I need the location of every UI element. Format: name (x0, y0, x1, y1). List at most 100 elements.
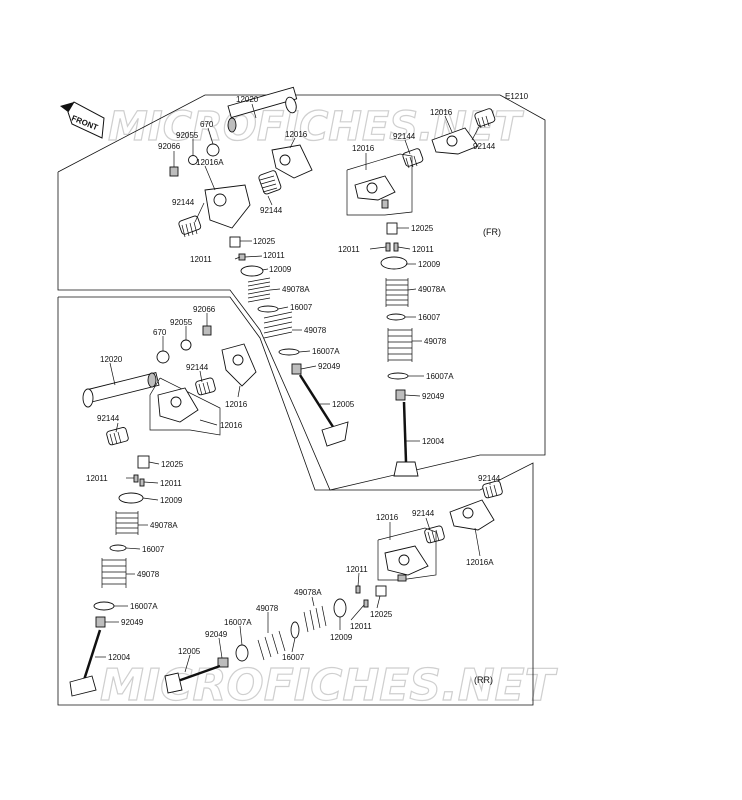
spring-92144-rear-c (482, 480, 503, 499)
rocker-shaft-rear (82, 372, 160, 408)
retainer-12009-rear-b (333, 598, 347, 618)
rocker-arm-12016A-front (204, 184, 251, 229)
label-12005-front: 12005 (332, 400, 355, 409)
leader-lines (95, 103, 491, 673)
rocker-arm-group-box-rear-b (377, 527, 437, 582)
label-49078A-rear-a: 49078A (150, 521, 178, 530)
label-12016-front-right: 12016 (430, 108, 453, 117)
label-49078A-front-a: 49078A (282, 285, 310, 294)
label-92144-front-d: 92144 (473, 142, 496, 151)
label-670-front: 670 (200, 120, 214, 129)
label-16007-front-b: 16007 (418, 313, 441, 322)
label-12009-front-a: 12009 (269, 265, 292, 274)
seat-16007-rear-b (290, 621, 300, 639)
label-92049-front-b: 92049 (422, 392, 445, 401)
spring-49078A-front-b (385, 278, 409, 307)
spring-49078-front-b (387, 328, 413, 362)
label-12011-rear-a: 12011 (86, 474, 108, 483)
label-92055-rear: 92055 (170, 318, 193, 327)
adjuster-12025-rear-a (137, 455, 150, 469)
label-16007A-rear-b: 16007A (224, 618, 252, 627)
plug-92066-front (169, 166, 179, 177)
front-arrow-icon: FRONT (60, 101, 105, 139)
label-12011-rear-c: 12011 (346, 565, 368, 574)
rocker-shaft-front (227, 86, 298, 133)
adjuster-12025-front-b (386, 222, 398, 235)
valve-12004-rear (69, 629, 102, 697)
part-labels: 12020 670 92055 92066 12016A 12016 92144… (86, 95, 501, 685)
label-16007-rear-a: 16007 (142, 545, 165, 554)
label-16007A-front-a: 16007A (312, 347, 340, 356)
spring-92144-front-a (258, 170, 282, 195)
section-label-rear: (RR) (474, 675, 493, 685)
rear-section-frame (57, 296, 534, 706)
spring-49078-front-a (263, 311, 293, 339)
label-49078-rear-b: 49078 (256, 604, 279, 613)
adjuster-12025-rear-b (375, 585, 387, 597)
rocker-arm-12016-front (271, 144, 313, 179)
seat-16007A-rear-b (235, 644, 249, 662)
label-12016-front: 12016 (285, 130, 308, 139)
seal-92049-front-a (291, 363, 302, 375)
rocker-arm-group-box-rear-a (149, 377, 221, 436)
label-49078-front-a: 49078 (304, 326, 327, 335)
spring-92144-front-c (474, 108, 496, 129)
label-12020-rear: 12020 (100, 355, 123, 364)
cotter-12011-front-b (385, 242, 399, 252)
seat-16007A-rear-a (93, 601, 115, 611)
label-12016A-rear: 12016A (466, 558, 494, 567)
retainer-12009-front-a (240, 265, 264, 277)
label-12016A-front: 12016A (196, 158, 224, 167)
label-12011-front-c: 12011 (338, 245, 360, 254)
label-12009-rear-a: 12009 (160, 496, 183, 505)
seat-16007-front-b (386, 313, 406, 321)
retainer-12009-front-b (380, 256, 408, 270)
cotter-12011-rear-a (133, 474, 145, 487)
o-ring-670-front (206, 143, 220, 157)
label-49078-rear-a: 49078 (137, 570, 160, 579)
valve-12004-front (393, 401, 419, 477)
label-12011-front-a: 12011 (263, 251, 285, 260)
seat-16007-front-a (257, 305, 279, 313)
label-12011-front-d: 12011 (412, 245, 434, 254)
label-92144-rear-b: 92144 (97, 414, 120, 423)
spring-92144-front-d (402, 148, 424, 169)
spring-49078-rear-a (101, 558, 127, 588)
label-12025-rear-b: 12025 (370, 610, 393, 619)
diagram-code: E1210 (505, 92, 529, 101)
spring-49078-rear-b (257, 630, 286, 661)
label-92144-front-a: 92144 (172, 198, 195, 207)
label-49078A-rear-b: 49078A (294, 588, 322, 597)
label-12004-front: 12004 (422, 437, 445, 446)
label-12009-rear-b: 12009 (330, 633, 353, 642)
seat-16007-rear-a (109, 544, 127, 552)
o-ring-670-rear (156, 350, 170, 364)
label-12011-rear-b: 12011 (160, 479, 182, 488)
label-12011-front-b: 12011 (190, 255, 212, 264)
label-92144-rear-a: 92144 (186, 363, 209, 372)
label-12016-rear-a: 12016 (225, 400, 248, 409)
label-92055-front: 92055 (176, 131, 199, 140)
spring-49078A-front-a (247, 277, 271, 303)
valve-12005-rear (164, 664, 221, 694)
label-12011-rear-d: 12011 (350, 622, 372, 631)
label-670-rear: 670 (153, 328, 167, 337)
label-16007-front-a: 16007 (290, 303, 313, 312)
label-92066-front: 92066 (158, 142, 181, 151)
label-92066-rear: 92066 (193, 305, 216, 314)
label-16007A-front-b: 16007A (426, 372, 454, 381)
cotter-12011-rear-b (355, 585, 369, 608)
spring-49078A-rear-a (115, 511, 139, 535)
rocker-arm-12016A-rear (449, 499, 495, 531)
label-92144-rear-d: 92144 (412, 509, 435, 518)
label-92049-rear-b: 92049 (205, 630, 228, 639)
label-92144-front-b: 92144 (260, 206, 283, 215)
plug-92066-rear (202, 325, 212, 336)
label-12025-front-b: 12025 (411, 224, 434, 233)
label-12016-rear-b: 12016 (220, 421, 243, 430)
label-12016-front-box: 12016 (352, 144, 375, 153)
rocker-arm-group-box-front (346, 153, 413, 216)
label-12020-front: 12020 (236, 95, 259, 104)
o-ring-92055-rear (180, 339, 192, 351)
